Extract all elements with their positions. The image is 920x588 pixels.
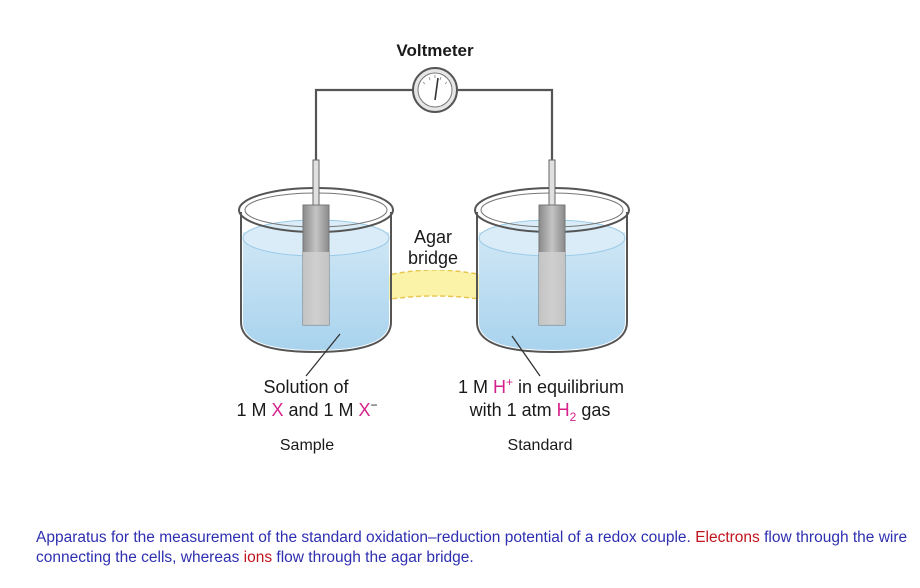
figure-caption: Apparatus for the measurement of the sta… bbox=[36, 528, 916, 568]
sample-solution-line1: Solution of bbox=[263, 377, 349, 397]
caption-ions: ions bbox=[243, 549, 273, 566]
sample-tag: Sample bbox=[280, 437, 334, 454]
standard-pointer bbox=[511, 335, 541, 377]
sample-solution-line2: 1 M X and 1 M X− bbox=[236, 398, 377, 420]
caption-part1: Apparatus for the measurement of the sta… bbox=[36, 529, 691, 546]
bridge-label-line1: Agar bbox=[414, 227, 452, 247]
standard-solution-line1: 1 M H+ in equilibrium bbox=[458, 375, 624, 397]
agar-bridge bbox=[383, 269, 487, 301]
standard-electrode bbox=[538, 159, 566, 326]
caption-part3: flow through the wire connecting the cel… bbox=[36, 529, 908, 566]
wire bbox=[314, 88, 554, 180]
standard-solution-line2: with 1 atm H2 gas bbox=[469, 400, 611, 424]
voltmeter-gauge bbox=[412, 67, 458, 113]
caption-electrons: Electrons bbox=[695, 529, 760, 546]
standard-tag: Standard bbox=[508, 437, 573, 454]
voltmeter-label: Voltmeter bbox=[396, 41, 474, 60]
sample-pointer bbox=[305, 333, 341, 377]
sample-electrode bbox=[302, 159, 330, 326]
agar-bridge-label: Agar bridge bbox=[400, 222, 466, 270]
bridge-label-line2: bridge bbox=[408, 248, 458, 268]
caption-part5: flow through the agar bridge. bbox=[276, 549, 474, 566]
